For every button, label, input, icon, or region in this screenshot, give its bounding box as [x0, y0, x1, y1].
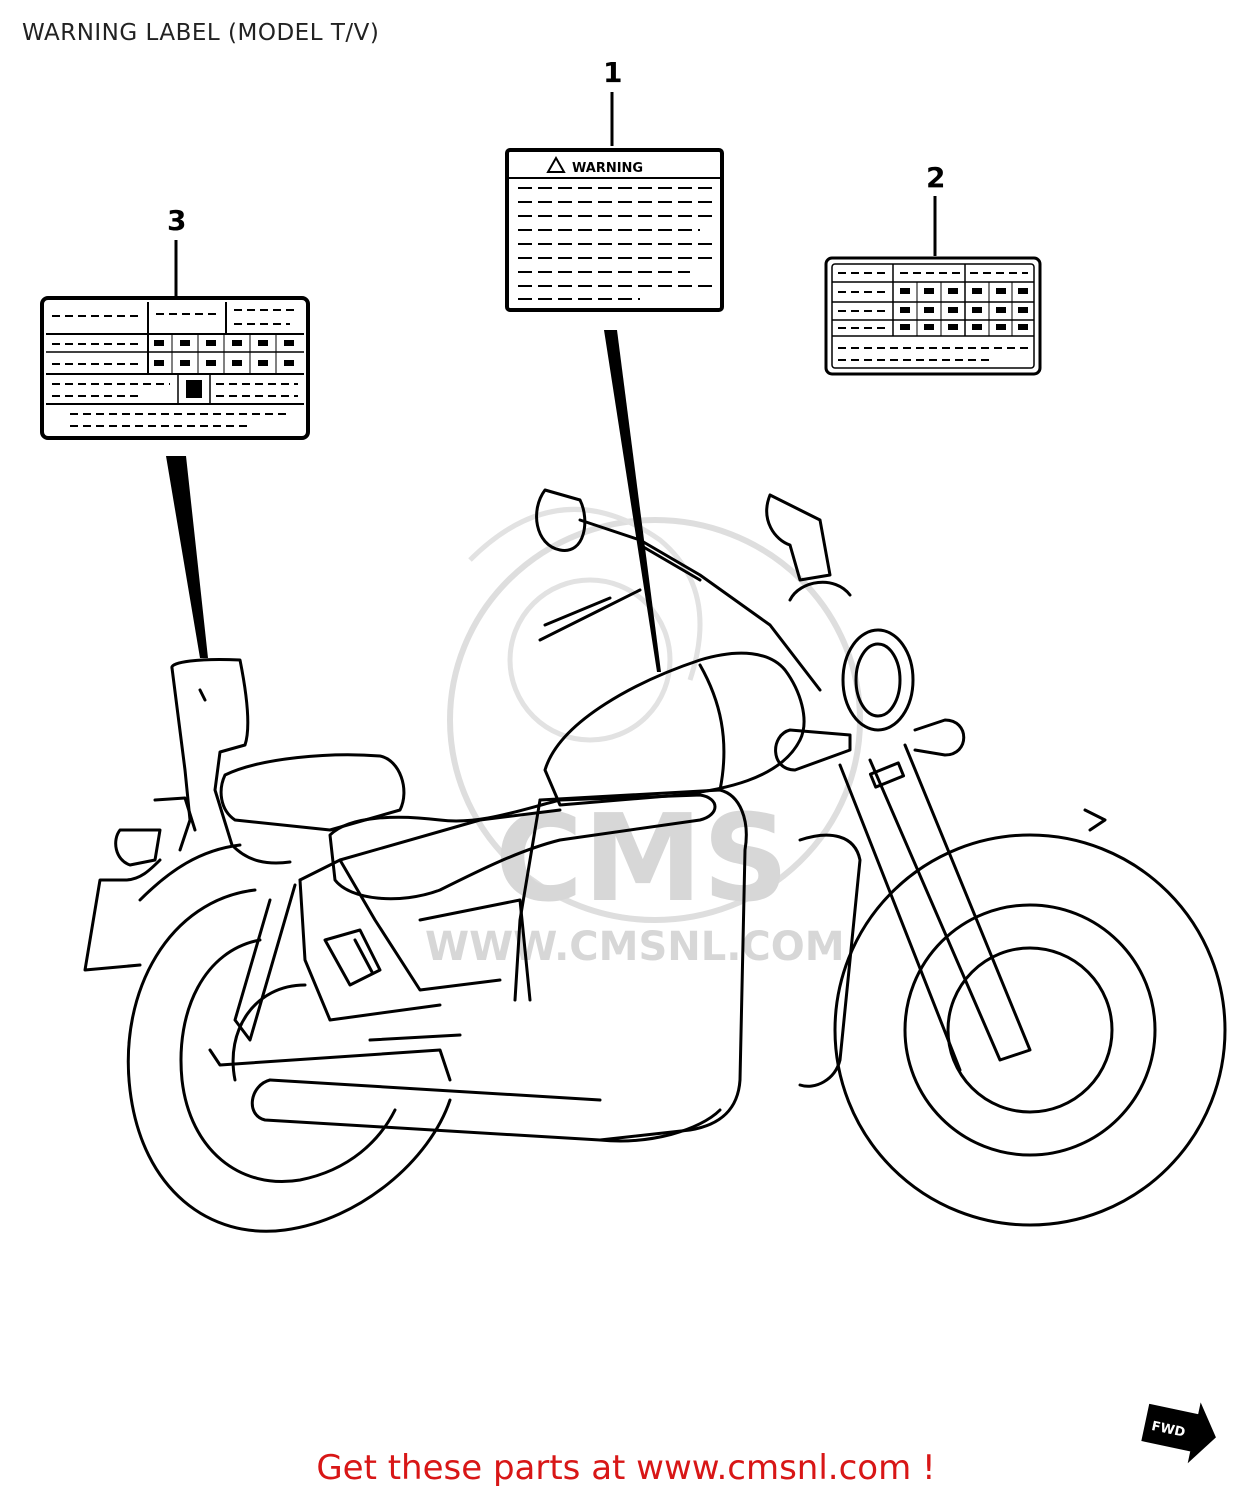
seat	[219, 753, 717, 901]
handlebars	[535, 488, 852, 692]
headlight	[841, 628, 915, 732]
motorcycle-outline	[83, 488, 1227, 1233]
info-label-item-2	[824, 256, 1042, 376]
leader-line-3	[166, 456, 208, 658]
spec-label-item-3	[40, 296, 310, 440]
fwd-direction-marker: FWD	[1141, 1402, 1216, 1464]
callout-number-2: 2	[926, 161, 945, 194]
callout-2: 2	[926, 161, 945, 256]
footer-parts-link[interactable]: Get these parts at www.cmsnl.com !	[316, 1448, 936, 1488]
callout-number-1: 1	[603, 56, 622, 89]
exhaust	[208, 1033, 722, 1143]
front-forks	[838, 743, 1032, 1072]
front-wheel	[833, 808, 1227, 1227]
watermark-url-text: WWW.CMSNL.COM	[425, 924, 845, 970]
callout-1: 1	[603, 56, 622, 146]
warning-label-heading: WARNING	[572, 161, 643, 176]
engine	[513, 788, 862, 1142]
callout-number-3: 3	[167, 204, 186, 237]
watermark: CMS WWW.CMSNL.COM	[425, 506, 863, 970]
leader-line-1	[604, 330, 661, 672]
frame	[233, 808, 562, 1042]
page-title: WARNING LABEL (MODEL T/V)	[22, 20, 380, 46]
rear-fender	[83, 796, 242, 972]
warning-label-item-1: WARNING	[505, 148, 724, 312]
fwd-label: FWD	[1150, 1419, 1187, 1441]
fuel-tank	[543, 651, 806, 807]
callout-3: 3	[167, 204, 186, 296]
sissy-bar	[170, 658, 292, 865]
